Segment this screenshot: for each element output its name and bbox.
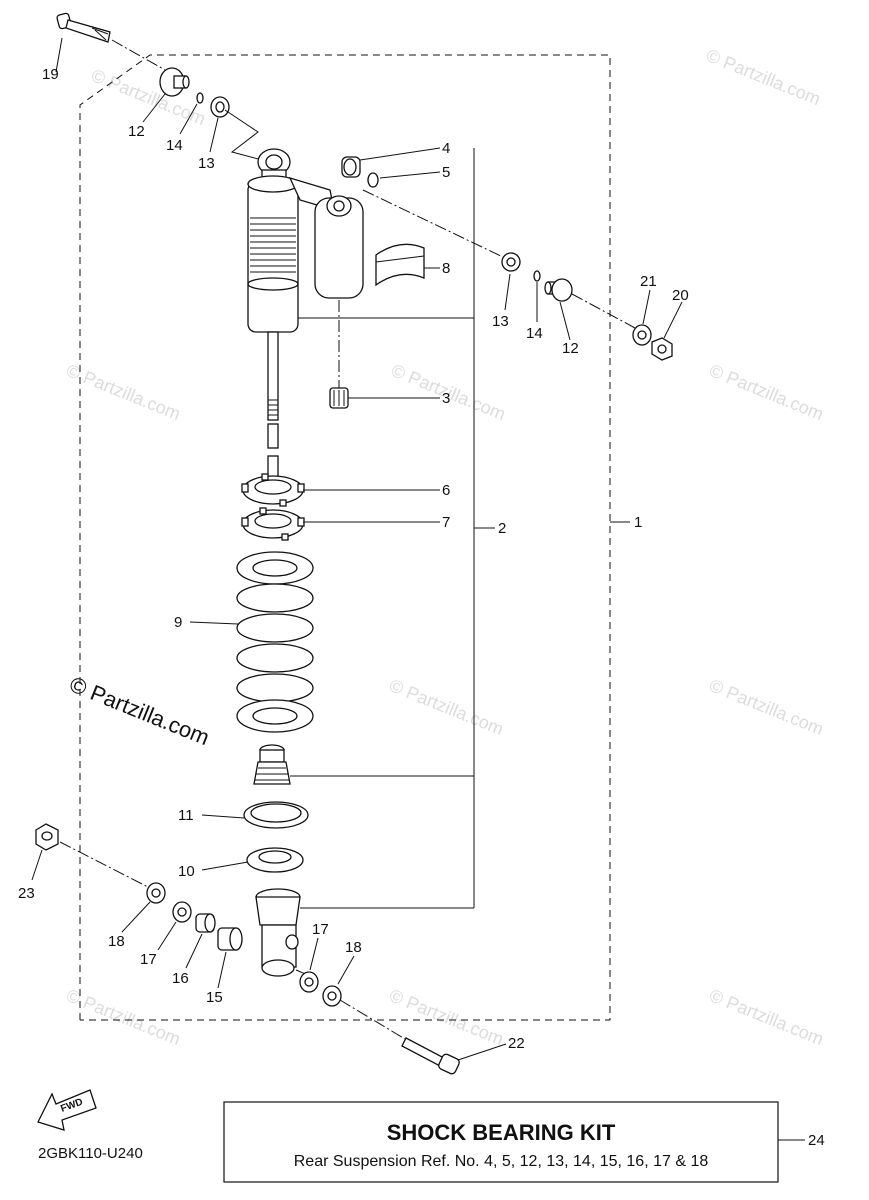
adjuster-ring-7: [241, 507, 305, 541]
callout-14-right: 14: [526, 325, 543, 342]
spring-9: [236, 551, 314, 733]
callout-17-right: 17: [312, 921, 329, 938]
callout-15: 15: [206, 989, 223, 1006]
lock-ring-6: [241, 473, 305, 507]
callout-9: 9: [174, 614, 182, 631]
watermark: © Partzilla.com: [707, 675, 827, 739]
bearing-15: [217, 927, 243, 951]
watermark: © Partzilla.com: [89, 65, 209, 129]
fwd-arrow-icon: FWD: [37, 1089, 97, 1131]
shock-body: [247, 148, 364, 479]
callout-10: 10: [178, 863, 195, 880]
callout-8: 8: [442, 260, 450, 277]
watermark: © Partzilla.com: [387, 985, 507, 1049]
bracket-2: [290, 148, 805, 1141]
callout-22: 22: [508, 1035, 525, 1052]
callout-24: 24: [808, 1132, 825, 1149]
valve-cap-3: [329, 387, 349, 409]
callout-12-right: 12: [562, 340, 579, 357]
leader-lines: [31, 37, 683, 1061]
washer-18-left: [146, 882, 166, 904]
callout-11: 11: [178, 807, 194, 824]
collar-4: [341, 156, 361, 178]
bladder-8: [375, 243, 425, 287]
callout-23: 23: [18, 885, 35, 902]
callout-4: 4: [442, 140, 450, 157]
callout-21: 21: [640, 273, 657, 290]
collar-17-right: [299, 971, 319, 993]
callout-18-left: 18: [108, 933, 125, 950]
callout-6: 6: [442, 482, 450, 499]
washer-21: [632, 324, 652, 346]
watermark: © Partzilla.com: [387, 675, 507, 739]
callout-20: 20: [672, 287, 689, 304]
watermark: © Partzilla.com: [64, 360, 184, 424]
bushing-16: [195, 913, 216, 933]
washer-13-top: [210, 96, 230, 118]
kit-subtitle: Rear Suspension Ref. No. 4, 5, 12, 13, 1…: [294, 1153, 709, 1170]
bolt-22: [401, 1037, 460, 1075]
collar-17-left: [172, 901, 192, 923]
callout-2: 2: [498, 520, 506, 537]
diagram-code: 2GBK110-U240: [38, 1145, 143, 1162]
watermark: © Partzilla.com: [707, 360, 827, 424]
kit-title: SHOCK BEARING KIT: [387, 1120, 616, 1145]
oring-5: [367, 172, 379, 188]
watermark: © Partzilla.com: [704, 45, 824, 109]
assembly-outline: [79, 54, 611, 1021]
kit-box: SHOCK BEARING KIT Rear Suspension Ref. N…: [223, 1101, 779, 1183]
leader-top-eye: [224, 109, 263, 161]
washer-13-right: [501, 252, 521, 272]
oring-14-top: [196, 92, 204, 104]
callout-16: 16: [172, 970, 189, 987]
lower-clevis: [255, 888, 301, 977]
watermark-main: © Partzilla.com: [66, 671, 213, 750]
callout-1: 1: [634, 514, 642, 531]
oring-14-right: [533, 270, 541, 282]
callout-18-right: 18: [345, 939, 362, 956]
collar-12-right: [544, 278, 573, 302]
spring-seat-10: [246, 847, 304, 873]
callout-5: 5: [442, 164, 450, 181]
callout-13-top: 13: [198, 155, 215, 172]
callout-19: 19: [42, 66, 59, 83]
watermarks: © Partzilla.com © Partzilla.com © Partzi…: [64, 45, 827, 1049]
watermark: © Partzilla.com: [64, 985, 184, 1049]
callouts: 4 5 8 3 6 7 2 1 9 11 10 19 12 14 13 13 1…: [18, 66, 825, 1149]
bump-stop: [253, 744, 291, 785]
washer-18-right: [322, 985, 342, 1007]
callout-13-right: 13: [492, 313, 509, 330]
collar-12-top: [159, 67, 190, 97]
nut-20: [651, 337, 673, 361]
callout-14-top: 14: [166, 137, 183, 154]
callout-3: 3: [442, 390, 450, 407]
nut-23: [35, 823, 59, 851]
callout-17-left: 17: [140, 951, 157, 968]
ring-11: [243, 801, 309, 829]
callout-7: 7: [442, 514, 450, 531]
watermark: © Partzilla.com: [707, 985, 827, 1049]
bolt-19: [56, 12, 111, 43]
callout-12-top: 12: [128, 123, 145, 140]
